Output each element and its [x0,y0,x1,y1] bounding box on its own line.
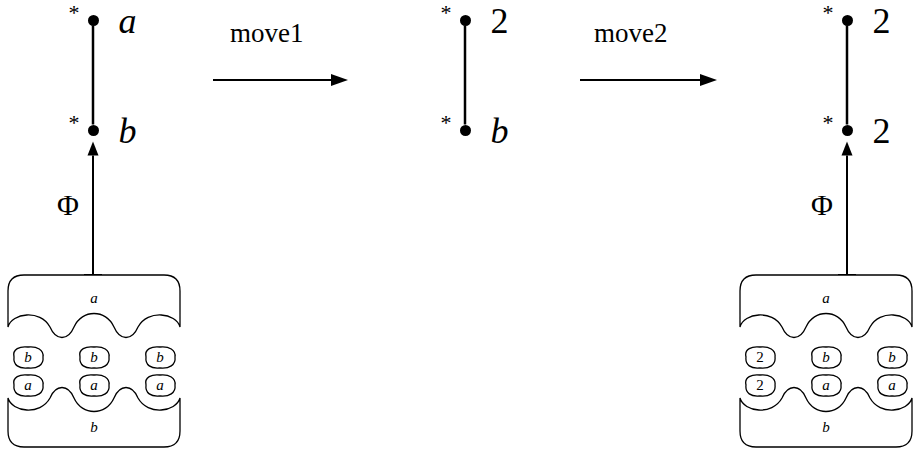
vertex-mark: * [69,2,80,24]
graph-vertex: *b [88,125,99,136]
map-label: Φ [811,190,833,220]
arrow-head [842,142,853,156]
region-label: a [740,291,912,306]
region-label: b [76,350,112,365]
region-outline-path [8,388,180,448]
region-outline-path [740,388,912,448]
region-outline-path [8,275,180,338]
small-region: a [808,373,844,398]
small-region: a [76,373,112,398]
small-region: b [142,345,178,370]
region-label: a [808,378,844,393]
move-label: move2 [594,20,668,47]
region-label: b [10,350,46,365]
small-region: b [10,345,46,370]
region-label: b [874,350,910,365]
vertex-mark: * [823,112,834,134]
connector-line [846,26,849,125]
connector-line [92,156,94,276]
move-arrow-line [213,79,334,81]
band-region: a [740,275,912,345]
vertex-mark: * [69,112,80,134]
small-region: 2 [742,345,778,370]
region-label: a [76,378,112,393]
small-region: b [874,345,910,370]
region-outline [8,275,180,345]
map-label: Φ [57,190,79,220]
small-region: a [10,373,46,398]
graph-vertex: *2 [842,15,853,26]
region-label: a [8,291,180,306]
arrow-head [88,142,99,156]
graph-edge [465,26,466,125]
connector-line [464,26,467,125]
region-label: b [808,350,844,365]
vertex-label: 2 [873,113,891,149]
move-arrow-line [580,79,703,81]
vertex-label: b [119,113,137,149]
connector-line [92,26,95,125]
graph-edge [93,26,94,125]
small-region: a [874,373,910,398]
vertex-mark: * [441,2,452,24]
vertex-label: b [491,113,509,149]
vertex-label: a [119,3,137,39]
move-arrow-head [700,74,717,86]
connector-line [846,156,848,276]
region-label: b [8,420,180,435]
band-region: a [8,275,180,345]
small-region: b [76,345,112,370]
vertex-label: 2 [491,3,509,39]
graph-vertex: *a [88,15,99,26]
move-arrow-head [331,74,348,86]
vertex-mark: * [823,2,834,24]
graph-edge [847,26,848,125]
region-outline-path [740,275,912,338]
vertex-mark: * [441,112,452,134]
vertex-label: 2 [873,3,891,39]
region-label: a [874,378,910,393]
move-label: move1 [230,20,304,47]
small-region: b [808,345,844,370]
region-label: b [740,420,912,435]
map-arrow [838,142,856,276]
small-region: a [142,373,178,398]
graph-vertex: *2 [842,125,853,136]
region-label: b [142,350,178,365]
region-label: 2 [742,350,778,365]
region-label: a [10,378,46,393]
region-label: a [142,378,178,393]
graph-vertex: *2 [460,15,471,26]
small-region: 2 [742,373,778,398]
region-label: 2 [742,378,778,393]
map-arrow [84,142,102,276]
graph-vertex: *b [460,125,471,136]
region-outline [740,275,912,345]
